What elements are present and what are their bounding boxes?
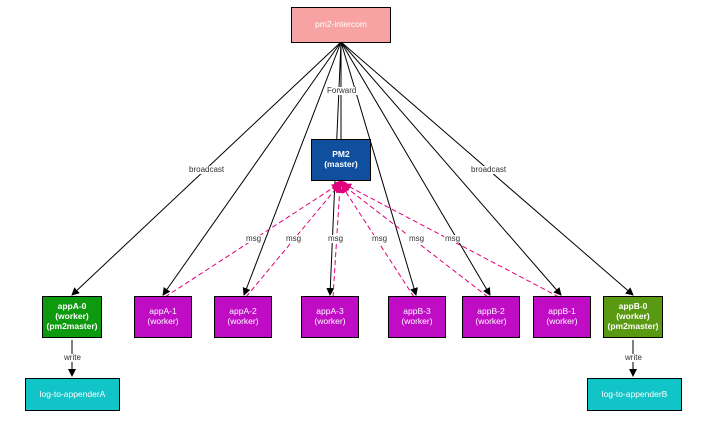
appA0-title: appA-0 xyxy=(57,301,87,312)
msg-edge-label-2: msg xyxy=(285,234,303,243)
appA3-role: (worker) xyxy=(314,316,346,326)
appB0-role: (worker) xyxy=(616,311,650,322)
edge-intercom-to-appB1 xyxy=(340,41,562,296)
pm2-intercom-node[interactable]: pm2-intercom xyxy=(291,7,391,43)
msg-convergence-point xyxy=(335,181,347,187)
appA0-node[interactable]: appA-0 (worker) (pm2master) xyxy=(42,296,102,338)
msg-edge-appA1 xyxy=(164,183,340,298)
appB0-pm2master: (pm2master) xyxy=(607,320,659,331)
appB1-title: appB-1 xyxy=(548,306,576,317)
appB0-title: appB-0 xyxy=(618,301,648,312)
appA3-title: appA-3 xyxy=(316,306,344,317)
edge-intercom-to-appB2 xyxy=(340,41,491,296)
appA0-role: (worker) xyxy=(55,311,89,322)
appB1-role: (worker) xyxy=(546,316,578,326)
msg-edge-appA3 xyxy=(332,185,344,298)
appB3-role: (worker) xyxy=(401,316,433,326)
appA2-node[interactable]: appA-2 (worker) xyxy=(214,296,272,338)
msg-edge-label-1: msg xyxy=(245,234,263,243)
appA1-role: (worker) xyxy=(147,316,179,326)
write-left-edge-label: write xyxy=(63,353,82,362)
broadcast-left-edge-label: broadcast xyxy=(188,165,226,174)
broadcast-right-edge-label: broadcast xyxy=(470,165,508,174)
appB3-node[interactable]: appB-3 (worker) xyxy=(388,296,446,338)
edge-intercom-to-appA2 xyxy=(242,41,342,296)
appA2-role: (worker) xyxy=(227,316,259,326)
appB1-node[interactable]: appB-1 (worker) xyxy=(533,296,591,338)
appA0-pm2master: (pm2master) xyxy=(46,320,98,331)
pm2-intercom-label: pm2-intercom xyxy=(315,19,367,30)
appA1-title: appA-1 xyxy=(149,306,177,317)
appB2-role: (worker) xyxy=(475,316,507,326)
appB0-node[interactable]: appB-0 (worker) (pm2master) xyxy=(603,296,663,338)
edge-intercom-to-appA1 xyxy=(162,41,342,296)
appB2-node[interactable]: appB-2 (worker) xyxy=(462,296,520,338)
appA3-node[interactable]: appA-3 (worker) xyxy=(301,296,359,338)
appB3-title: appB-3 xyxy=(403,306,431,317)
msg-edge-label-3: msg xyxy=(327,234,345,243)
msg-edge-label-4: msg xyxy=(371,234,389,243)
pm2-master-title: PM2 xyxy=(332,149,350,160)
appA1-node[interactable]: appA-1 (worker) xyxy=(134,296,192,338)
appA2-title: appA-2 xyxy=(229,306,257,317)
pm2-master-role: (master) xyxy=(324,159,358,169)
edge-intercom-to-appB3 xyxy=(340,41,418,296)
pm2-master-node[interactable]: PM2 (master) xyxy=(311,139,371,181)
log-appender-a-label: log-to-appenderA xyxy=(39,388,106,399)
log-appender-b-node[interactable]: log-to-appenderB xyxy=(587,378,682,411)
log-appender-b-label: log-to-appenderB xyxy=(601,388,668,399)
appB2-title: appB-2 xyxy=(477,306,505,317)
msg-edge-label-6: msg xyxy=(444,234,462,243)
msg-edge-label-5: msg xyxy=(408,234,426,243)
log-appender-a-node[interactable]: log-to-appenderA xyxy=(25,378,120,411)
write-right-edge-label: write xyxy=(624,353,643,362)
forward-edge-label: Forward xyxy=(326,86,358,95)
